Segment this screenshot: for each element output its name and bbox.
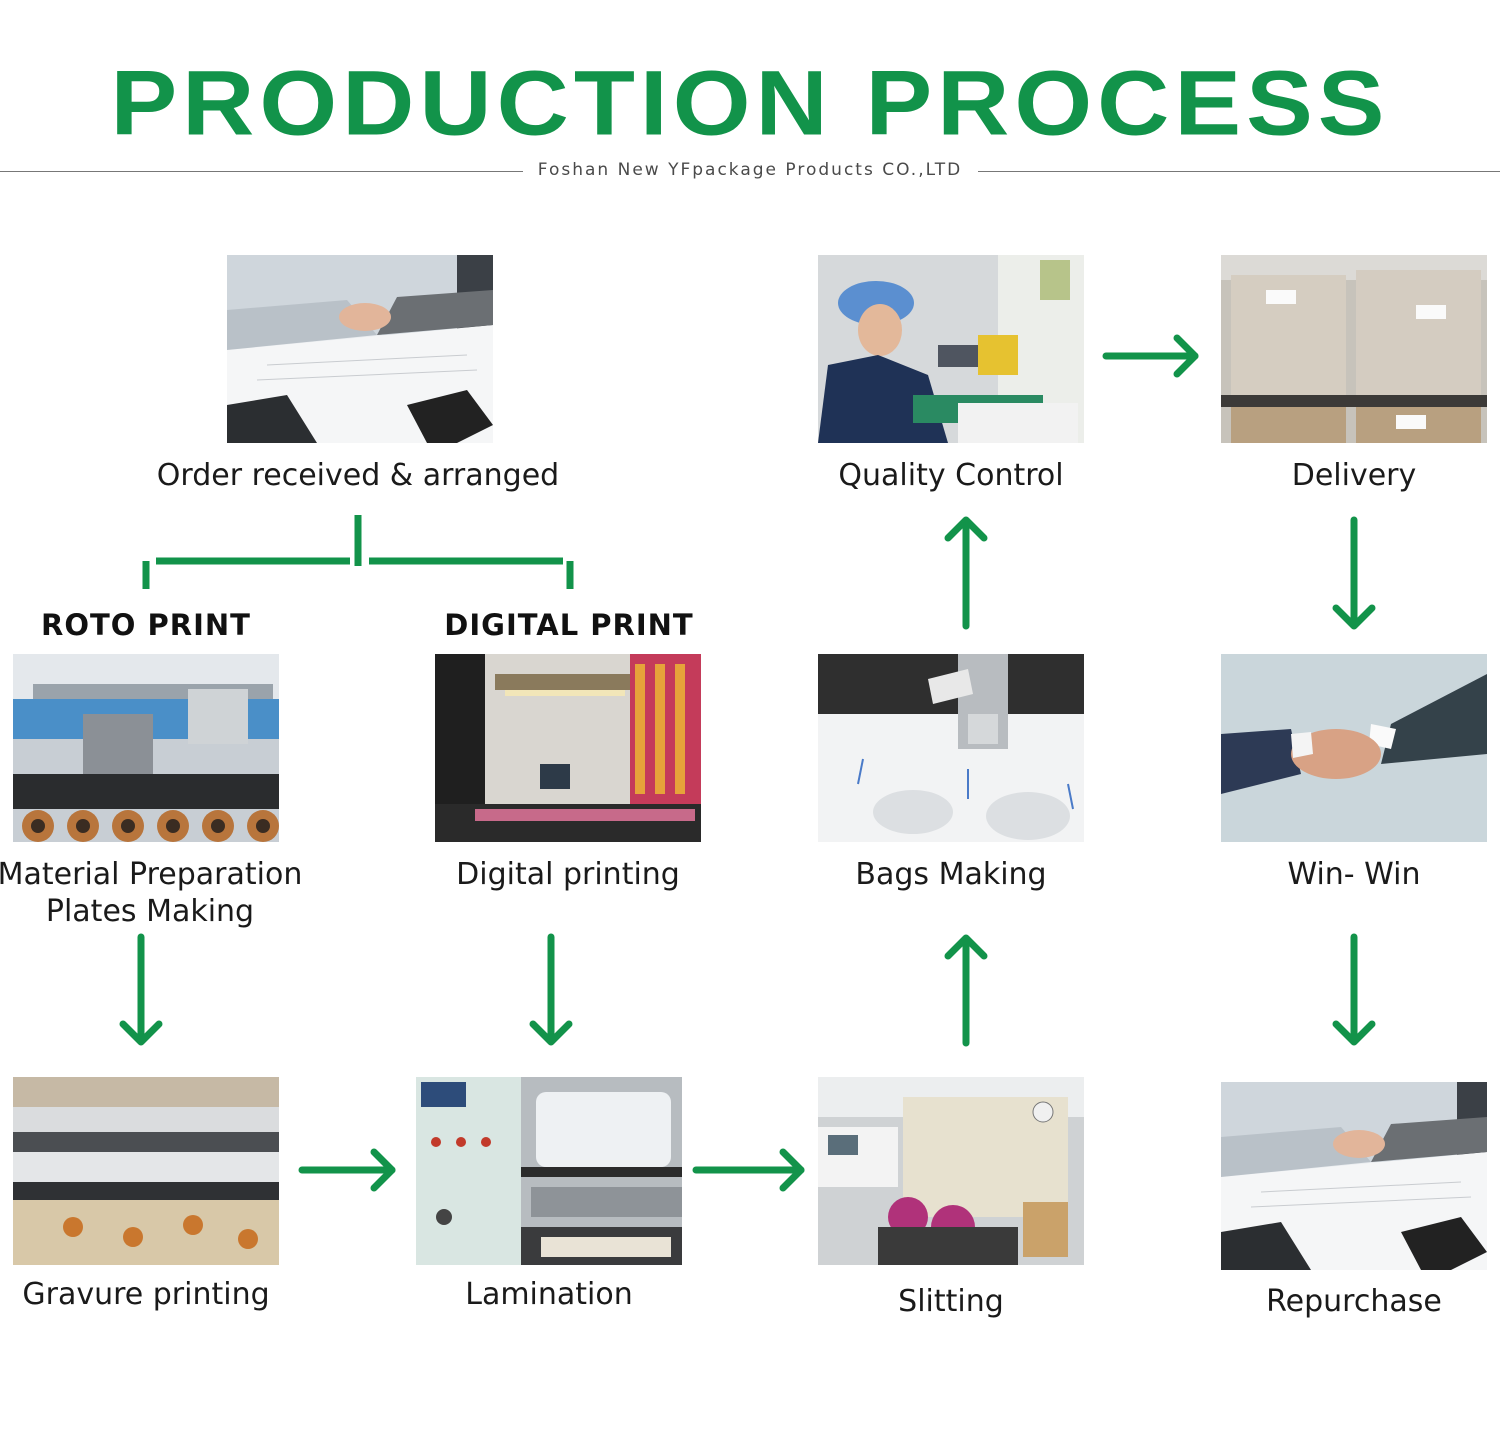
delivery-label: Delivery [1291,458,1417,493]
roto-print-heading: ROTO PRINT [41,608,251,642]
arrow-right-icon [1102,334,1199,378]
lamination-photo [416,1077,682,1265]
digital-printing-label: Digital printing [456,857,680,892]
order-photo [227,255,493,443]
quality-control-label: Quality Control [838,458,1064,493]
win-win-photo [1221,654,1487,842]
arrow-up-icon [944,934,988,1047]
arrow-down-icon [1332,516,1376,630]
lamination-label: Lamination [465,1277,633,1312]
order-label: Order received & arranged [156,458,560,493]
repurchase-photo [1221,1082,1487,1270]
arrow-down-icon [1332,933,1376,1046]
bags-making-label: Bags Making [855,857,1047,892]
arrow-right-icon [692,1148,805,1192]
delivery-photo [1221,255,1487,443]
repurchase-label: Repurchase [1266,1284,1442,1319]
gravure-printing-label: Gravure printing [22,1277,270,1312]
bags-making-photo [818,654,1084,842]
material-preparation-label: Material Preparation [0,857,303,892]
material-preparation-photo [13,654,279,842]
plates-making-label: Plates Making [45,894,255,929]
slitting-photo [818,1077,1084,1265]
digital-printing-photo [435,654,701,842]
win-win-label: Win- Win [1287,857,1421,892]
divider-left [0,171,523,172]
arrow-down-icon [119,933,163,1046]
quality-control-photo [818,255,1084,443]
digital-print-heading: DIGITAL PRINT [444,608,694,642]
arrow-down-icon [529,933,573,1046]
divider-right [978,171,1500,172]
slitting-label: Slitting [898,1284,1004,1319]
page-title: PRODUCTION PROCESS [110,51,1390,155]
company-name: Foshan New YFpackage Products CO.,LTD [537,160,963,180]
arrow-right-icon [298,1148,396,1192]
gravure-printing-photo [13,1077,279,1265]
arrow-up-icon [944,516,988,630]
